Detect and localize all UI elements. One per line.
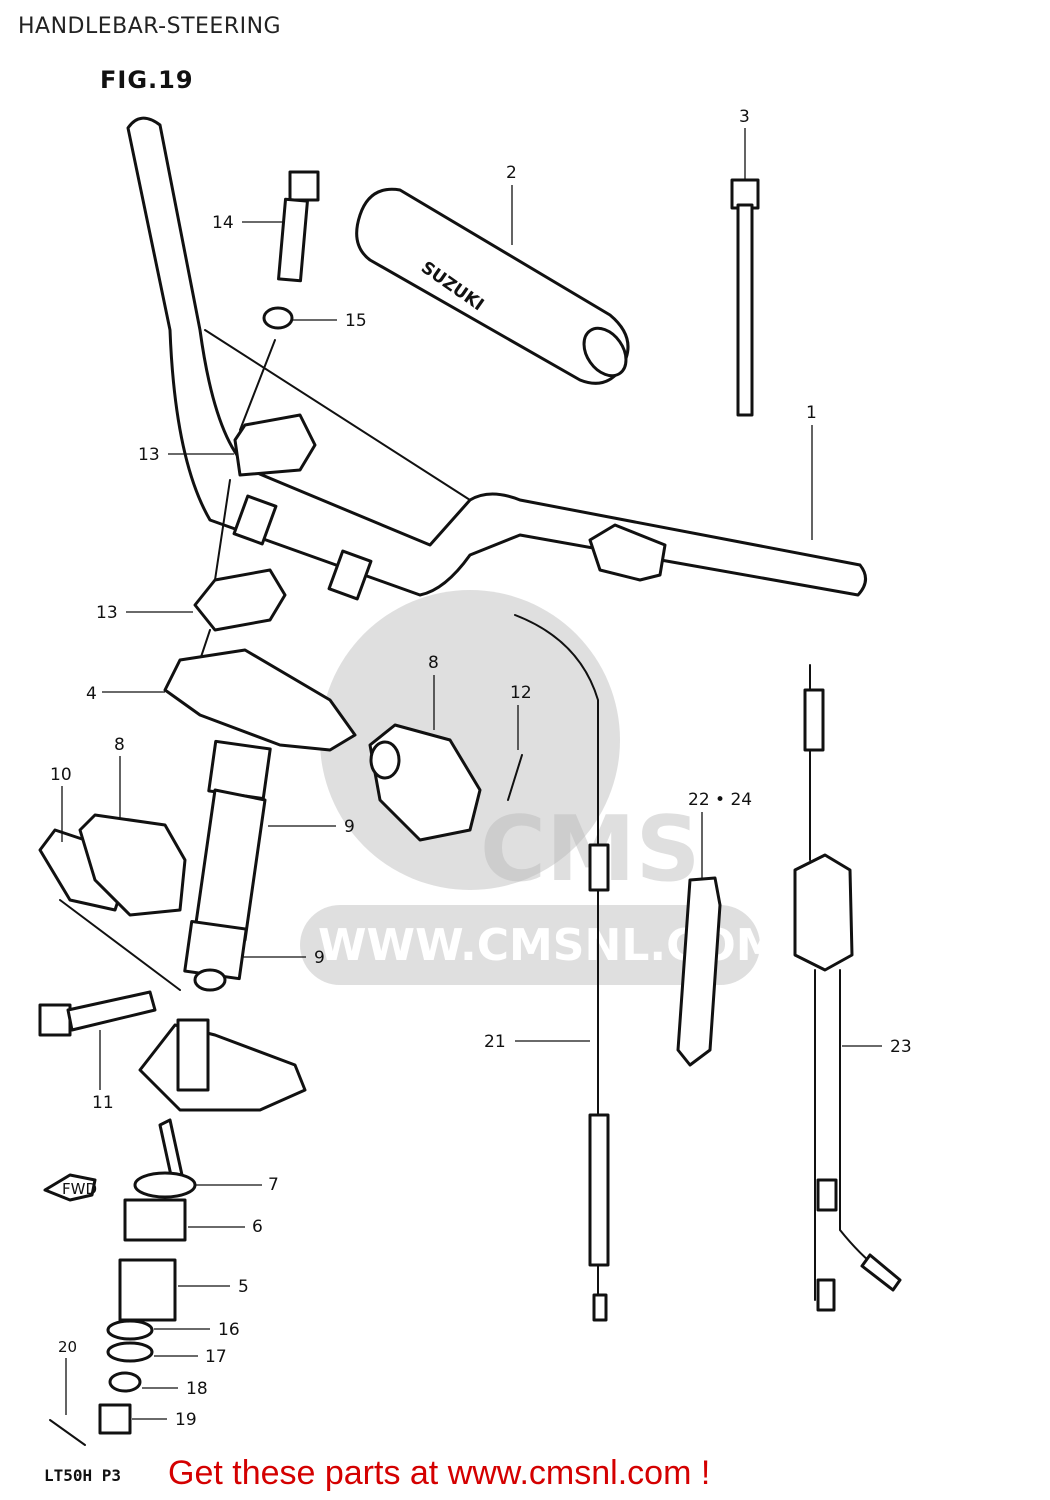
callout-10: 10 — [50, 765, 72, 785]
steering-stem — [183, 739, 272, 992]
switch-bracket — [588, 523, 667, 582]
callout-15: 15 — [345, 311, 367, 331]
clamp-assembly — [38, 813, 187, 991]
callout-18: 18 — [186, 1379, 208, 1399]
callout-9-lower: 9 — [314, 948, 325, 968]
callout-11: 11 — [92, 1093, 114, 1113]
callout-3: 3 — [739, 107, 750, 127]
figure-label: FIG.19 — [100, 66, 194, 94]
parts-link[interactable]: Get these parts at www.cmsnl.com ! — [168, 1454, 711, 1492]
washer-16 — [106, 1319, 154, 1341]
pinch-bolt — [38, 990, 157, 1037]
callout-6: 6 — [252, 1217, 263, 1237]
callout-2: 2 — [506, 163, 517, 183]
fwd-arrow: FWD — [43, 1173, 97, 1202]
callout-17: 17 — [205, 1347, 227, 1367]
nut-19 — [98, 1403, 132, 1435]
bearing-7 — [133, 1171, 197, 1199]
callout-7: 7 — [268, 1175, 279, 1195]
callout-4: 4 — [86, 684, 97, 704]
bearing-6 — [123, 1198, 187, 1242]
throttle-housing — [368, 723, 482, 842]
handlebar-holder-lower — [193, 568, 287, 632]
callout-20: 20 — [58, 1338, 77, 1356]
washer-18 — [108, 1371, 142, 1393]
callout-23: 23 — [890, 1037, 912, 1057]
callout-22-24: 22 • 24 — [688, 790, 752, 810]
steering-bracket-lower — [138, 1023, 307, 1112]
callout-19: 19 — [175, 1410, 197, 1430]
callout-13-lower: 13 — [96, 603, 118, 623]
callout-9-upper: 9 — [344, 817, 355, 837]
throttle-cable — [514, 614, 610, 1322]
watermark-banner — [300, 905, 760, 985]
callout-1: 1 — [806, 403, 817, 423]
handlebar — [126, 116, 867, 601]
steering-plate — [163, 648, 357, 752]
callout-12: 12 — [510, 683, 532, 703]
stem-shaft — [158, 1118, 184, 1182]
pin-20 — [49, 1419, 86, 1446]
callout-8-lower: 8 — [114, 735, 125, 755]
brake-lever — [676, 876, 722, 1067]
callout-21: 21 — [484, 1032, 506, 1052]
clamp-block — [78, 813, 187, 917]
handlebar-holder-upper — [233, 413, 317, 477]
callout-13-upper: 13 — [138, 445, 160, 465]
handlebar-bolt — [277, 170, 320, 283]
washer — [262, 306, 294, 330]
stem-pin — [176, 1018, 210, 1092]
watermark: CMS WWW.CMSNL.COM — [300, 590, 780, 985]
brake-cable — [793, 664, 902, 1312]
washer-17 — [106, 1341, 154, 1363]
callout-8-upper: 8 — [428, 653, 439, 673]
page-title: HANDLEBAR-STEERING — [18, 14, 282, 39]
callout-16: 16 — [218, 1320, 240, 1340]
fwd-text: FWD — [62, 1180, 97, 1198]
grip: SUZUKI — [355, 187, 630, 385]
callout-14: 14 — [212, 213, 234, 233]
cable-tie — [730, 178, 760, 417]
callout-5: 5 — [238, 1277, 249, 1297]
spacer-5 — [118, 1258, 177, 1322]
cotter-pin — [507, 754, 523, 801]
model-code: LT50H P3 — [44, 1466, 122, 1485]
callouts: 1 2 3 4 5 6 7 8 8 9 9 10 11 12 13 13 14 — [50, 107, 912, 1430]
bearing-stack — [49, 1171, 197, 1446]
